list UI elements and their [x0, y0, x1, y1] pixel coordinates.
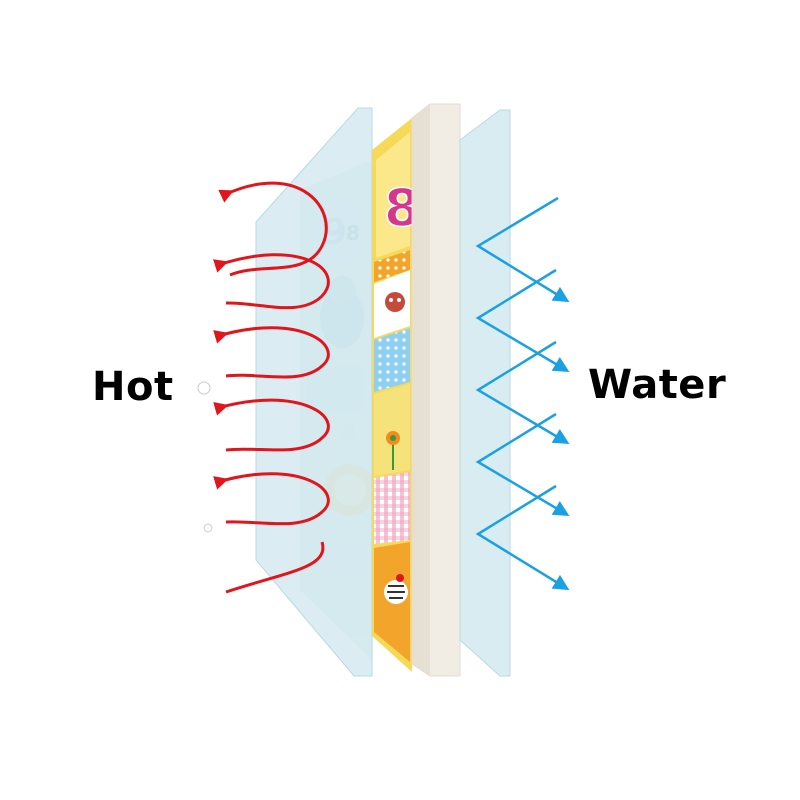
- tile-flower: [374, 384, 410, 476]
- red-curved-arrow-icon: [213, 326, 330, 379]
- red-curved-arrow-icon: [212, 253, 330, 310]
- blue-zigzag-arrow-icon: [475, 484, 570, 591]
- red-curved-arrow-icon: [218, 181, 328, 277]
- water-arrows: [475, 196, 570, 591]
- hot-arrows: [212, 181, 330, 594]
- small-circle-marker: [203, 523, 213, 533]
- raccoon-icon: [385, 292, 405, 312]
- red-curved-arrow-icon: [213, 472, 330, 526]
- left-glass-panel: [255, 107, 373, 677]
- small-circle-marker: [197, 381, 211, 395]
- tile-blue-dots: [374, 328, 410, 392]
- red-curved-arrow-icon: [213, 398, 330, 452]
- tile-number: [376, 132, 410, 258]
- tile-dots: [374, 250, 410, 282]
- tile-gingham: [374, 472, 410, 544]
- water-label: Water: [588, 362, 727, 408]
- hot-label: Hot: [92, 364, 174, 410]
- red-curved-arrow-tail: [225, 541, 325, 594]
